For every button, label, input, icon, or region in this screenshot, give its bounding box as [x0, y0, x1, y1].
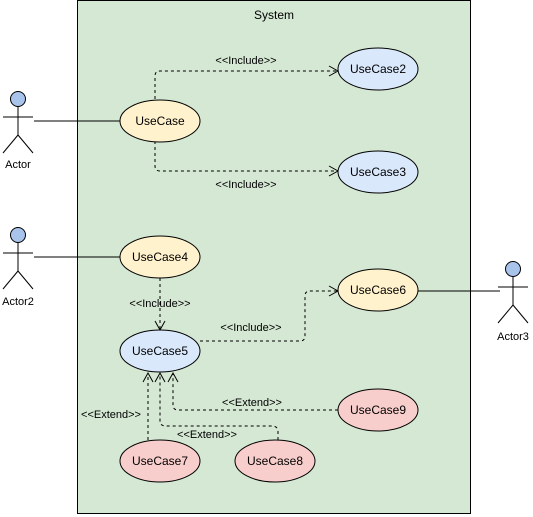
use-case-usecase7[interactable]: UseCase7 — [119, 439, 201, 483]
actor-actor3[interactable]: Actor3 — [497, 261, 529, 344]
relation-label: <<Extend>> — [81, 409, 141, 421]
include-edge-usecase-usecase3[interactable] — [154, 141, 340, 177]
system-title: System — [254, 8, 294, 22]
actor-head — [10, 227, 26, 243]
use-case-usecase6[interactable]: UseCase6 — [337, 268, 419, 312]
actors: Actor Actor2 Actor3 — [2, 91, 529, 344]
use-case-label: UseCase — [135, 114, 185, 128]
use-case-usecase[interactable]: UseCase — [119, 99, 201, 143]
use-case-label: UseCase2 — [350, 62, 406, 76]
use-case-label: UseCase6 — [350, 283, 406, 297]
relation-labels: <<Include>> <<Include>> <<Include>> <<In… — [81, 55, 282, 441]
use-case-usecase3[interactable]: UseCase3 — [337, 150, 419, 194]
actor-label: Actor — [5, 159, 31, 171]
include-edge-usecase5-usecase6[interactable] — [200, 285, 340, 342]
include-edge-usecase-usecase2[interactable] — [154, 65, 340, 99]
dependencies — [142, 65, 340, 440]
use-case-usecase9[interactable]: UseCase9 — [337, 388, 419, 432]
actor-label: Actor2 — [2, 296, 34, 308]
relation-label: <<Include>> — [220, 322, 281, 334]
use-case-label: UseCase4 — [132, 250, 188, 264]
relation-label: <<Extend>> — [177, 429, 237, 441]
actor-head — [10, 91, 26, 107]
use-cases: UseCase UseCase2 UseCase3 UseCase4 UseCa… — [119, 47, 419, 483]
actor-actor[interactable]: Actor — [2, 91, 34, 172]
actor-body — [2, 107, 34, 154]
relation-label: <<Include>> — [215, 55, 276, 67]
use-case-label: UseCase3 — [350, 165, 406, 179]
actor-body — [497, 277, 529, 324]
extend-edge-usecase9-usecase5[interactable] — [167, 371, 338, 411]
relation-label: <<Include>> — [215, 179, 276, 191]
associations — [34, 120, 500, 292]
relation-label: <<Include>> — [129, 298, 190, 310]
actor-actor2[interactable]: Actor2 — [2, 227, 34, 309]
use-case-usecase4[interactable]: UseCase4 — [119, 235, 201, 279]
use-case-label: UseCase9 — [350, 403, 406, 417]
use-case-label: UseCase5 — [132, 344, 188, 358]
use-case-usecase8[interactable]: UseCase8 — [234, 439, 316, 483]
use-case-label: UseCase7 — [132, 454, 188, 468]
actor-label: Actor3 — [497, 331, 529, 343]
use-case-usecase5[interactable]: UseCase5 — [119, 329, 201, 373]
actor-head — [505, 261, 521, 277]
use-case-label: UseCase8 — [247, 454, 303, 468]
use-case-usecase2[interactable]: UseCase2 — [337, 47, 419, 91]
actor-body — [2, 243, 34, 290]
relation-label: <<Extend>> — [222, 397, 282, 409]
